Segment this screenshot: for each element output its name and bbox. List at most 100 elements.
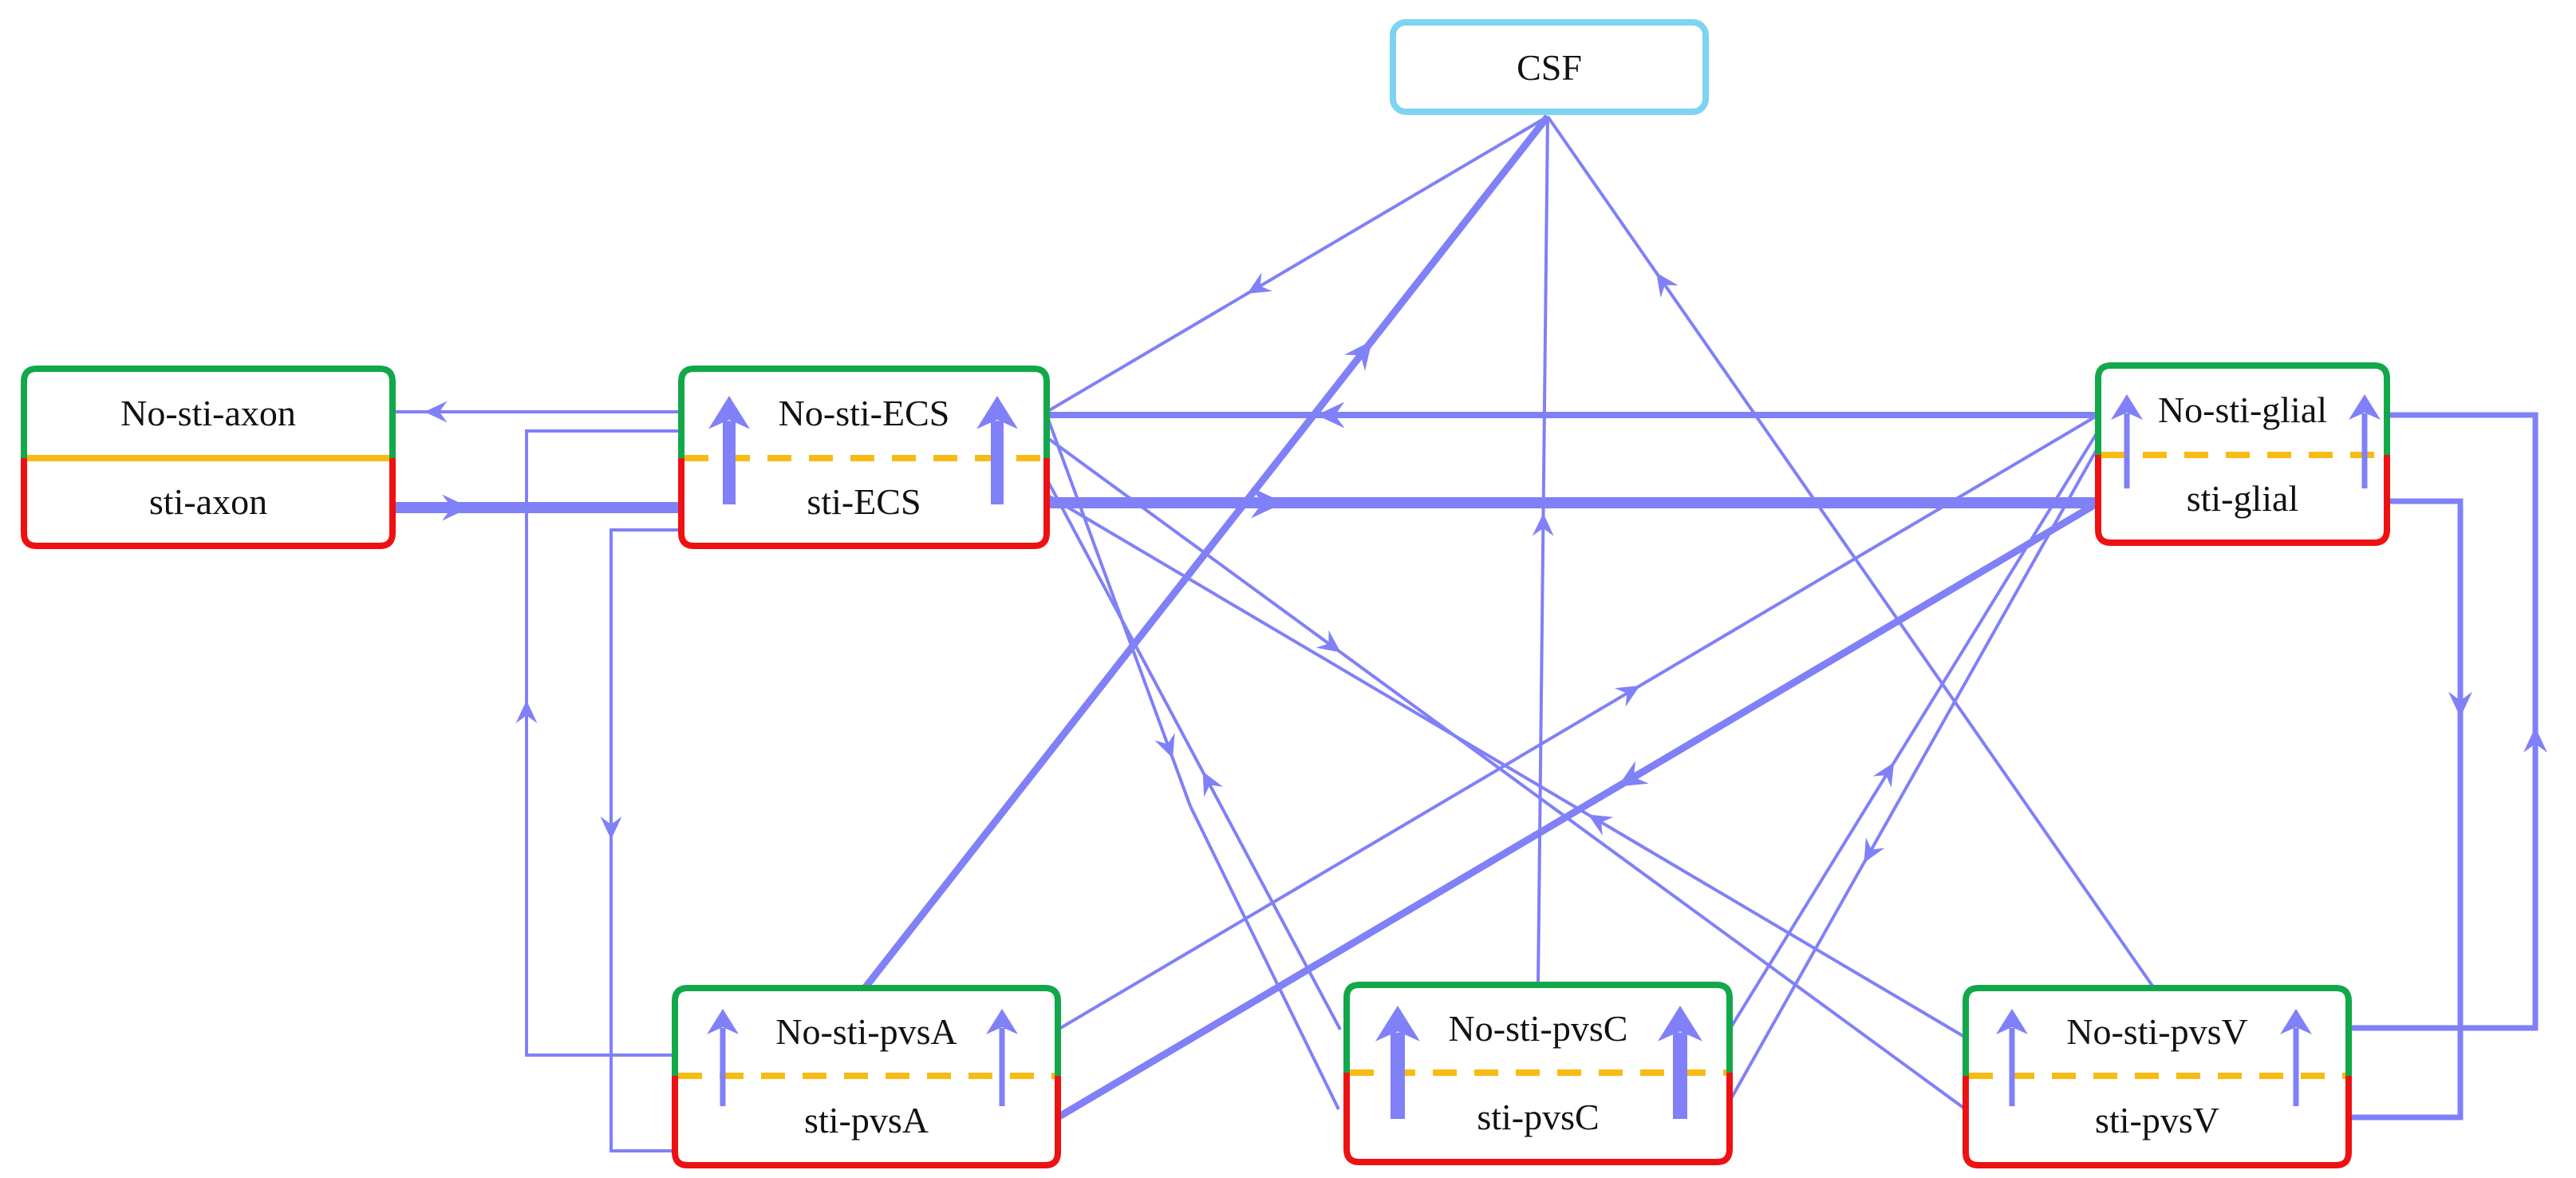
edge-ecs-to-pvsa: [600, 528, 681, 1152]
node-pvsV: No-sti-pvsV sti-pvsV: [1963, 985, 2352, 1168]
pvsv-right-internal-arrow-head: [2280, 1009, 2312, 1034]
node-csf-border: [1390, 19, 1709, 115]
edge-pvsa-to-glial-arrowhead: [1614, 686, 1640, 707]
pvsv-right-internal-arrow: [2280, 1009, 2312, 1106]
edge-glial-to-pvsc-arrowhead: [1864, 837, 1885, 863]
node-csf: CSF: [1390, 19, 1709, 115]
internal-flow-marks: [707, 394, 2381, 1119]
node-pvsC-sti-border: [1343, 1073, 1733, 1165]
edge-pvsa-to-csf-arrowhead: [1344, 340, 1372, 371]
node-ecs-sti-label: sti-ECS: [807, 481, 921, 522]
node-pvsA-sti-border: [672, 1076, 1061, 1168]
edge-glial-to-pvsa: [1055, 500, 2101, 1121]
node-pvsC-sti-label: sti-pvsC: [1477, 1097, 1599, 1137]
glial-left-internal-arrow: [2111, 394, 2143, 488]
edge-pvsv-to-csf-arrowhead: [1656, 272, 1679, 298]
edge-ecs-to-pvsv: [1045, 436, 1967, 1111]
pvsa-left-internal-arrow-head: [707, 1009, 739, 1034]
edge-pvsc-to-ecs-line: [1045, 478, 1342, 1030]
pvsa-left-internal-arrow: [707, 1009, 739, 1106]
edge-pvsa-to-ecs-line: [525, 429, 681, 1057]
edge-pvsa-to-glial: [1056, 413, 2100, 1031]
flow-edges: [393, 114, 2547, 1152]
edge-pvsv-to-csf: [1546, 115, 2156, 990]
node-ecs-sti-border: [678, 458, 1050, 549]
edge-ecs-pvsc-line-a: [1189, 805, 1340, 1110]
edge-pvsc-to-csf-arrowhead: [1532, 512, 1554, 536]
edge-glial-to-pvsa-line: [1055, 500, 2101, 1121]
node-pvsC-no-sti-label: No-sti-pvsC: [1449, 1008, 1628, 1049]
node-pvsA: No-sti-pvsA sti-pvsA: [672, 985, 1061, 1168]
node-pvsV-sti-label: sti-pvsV: [2095, 1100, 2219, 1140]
edge-pvsc-to-ecs-arrowhead: [1202, 771, 1224, 797]
edge-ecs-to-glial-arrowhead: [1250, 487, 1284, 519]
edge-ecs-to-pvsc-arrowhead: [1154, 733, 1175, 759]
edge-glial-to-pvsv-arrowhead: [2448, 691, 2472, 717]
edge-pvsa-to-ecs-arrowhead: [515, 700, 538, 724]
glial-right-internal-arrow: [2349, 394, 2381, 488]
node-pvsC-no-sti-border: [1343, 982, 1733, 1073]
edge-pvsc-to-glial: [1728, 429, 2100, 1031]
edge-glial-to-pvsc-line: [1728, 446, 2100, 1102]
edge-ecs-to-pvsa-arrowhead: [600, 816, 622, 840]
pvsv-left-internal-arrow: [1996, 1009, 2028, 1106]
edge-glial-to-ecs-arrowhead: [1316, 401, 1345, 429]
compartment-nodes: CSFNo-sti-axonsti-axonNo-sti-ECSsti-ECSN…: [21, 19, 2390, 1168]
edge-csf-to-ecs-line: [1045, 115, 1549, 413]
edge-ecs-to-glial: [1047, 487, 2098, 519]
node-axon-sti-border: [21, 458, 396, 549]
ecs-right-internal-arrow-head: [976, 396, 1018, 429]
node-glial: No-sti-glial sti-glial: [2095, 362, 2390, 546]
node-glial-sti-label: sti-glial: [2187, 478, 2299, 519]
node-axon: No-sti-axon sti-axon: [21, 366, 396, 549]
pvsv-left-internal-arrow-head: [1996, 1009, 2028, 1034]
edge-csf-to-ecs: [1045, 115, 1549, 413]
node-ecs-no-sti-border: [678, 366, 1050, 458]
node-glial-no-sti-border: [2095, 362, 2390, 455]
pvsa-right-internal-arrow-head: [986, 1009, 1018, 1034]
edge-pvsc-to-csf: [1532, 116, 1554, 986]
node-pvsA-sti-label: sti-pvsA: [804, 1100, 929, 1140]
pvsc-right-internal-arrow: [1658, 1006, 1702, 1119]
ecs-left-internal-arrow: [708, 396, 750, 504]
node-ecs: No-sti-ECS sti-ECS: [678, 366, 1050, 549]
edge-ecs-to-axon: [393, 401, 681, 423]
node-pvsA-no-sti-label: No-sti-pvsA: [775, 1011, 957, 1052]
node-ecs-no-sti-label: No-sti-ECS: [779, 393, 950, 433]
edge-axon-to-ecs: [393, 494, 681, 521]
node-glial-no-sti-label: No-sti-glial: [2158, 389, 2327, 430]
edge-glial-to-ecs: [1047, 401, 2098, 429]
pvsc-right-internal-arrow-head: [1658, 1006, 1702, 1042]
edge-ecs-pvsc-line-a-line: [1189, 805, 1340, 1110]
node-axon-no-sti-label: No-sti-axon: [120, 393, 296, 433]
ecs-left-internal-arrow-head: [708, 396, 750, 429]
glial-right-internal-arrow-head: [2349, 394, 2381, 420]
pvsc-left-internal-arrow: [1375, 1006, 1420, 1119]
edge-pvsv-to-ecs-arrowhead: [1588, 814, 1614, 836]
node-pvsV-no-sti-label: No-sti-pvsV: [2066, 1011, 2247, 1052]
edge-glial-to-pvsc: [1728, 446, 2100, 1102]
edge-pvsv-to-csf-line: [1546, 115, 2156, 990]
edge-glial-to-pvsv-line: [2349, 498, 2464, 1121]
edge-axon-to-ecs-arrowhead: [442, 494, 471, 521]
edge-pvsv-to-glial-arrowhead: [2523, 727, 2547, 753]
node-glial-sti-border: [2095, 455, 2390, 546]
edge-pvsv-to-glial-line: [2349, 412, 2539, 1031]
edge-glial-to-pvsv: [2349, 498, 2472, 1121]
edge-glial-to-pvsa-arrowhead: [1618, 761, 1649, 787]
node-axon-sti-label: sti-axon: [149, 481, 267, 522]
edge-pvsv-to-glial: [2349, 412, 2547, 1031]
edge-ecs-to-pvsv-arrowhead: [1316, 630, 1341, 653]
ecs-right-internal-arrow: [976, 396, 1018, 504]
edge-ecs-to-axon-arrowhead: [424, 401, 448, 423]
pvsc-left-internal-arrow-head: [1375, 1006, 1420, 1042]
edge-pvsc-to-csf-line: [1537, 116, 1549, 986]
node-axon-no-sti-border: [21, 366, 396, 458]
edge-csf-to-ecs-arrowhead: [1247, 272, 1273, 294]
edge-ecs-to-pvsa-line: [609, 528, 681, 1152]
node-pvsA-no-sti-border: [672, 985, 1061, 1076]
edge-pvsc-to-ecs: [1045, 478, 1342, 1030]
edge-ecs-to-pvsv-line: [1045, 436, 1967, 1111]
glial-left-internal-arrow-head: [2111, 394, 2143, 420]
pvsa-right-internal-arrow: [986, 1009, 1018, 1106]
